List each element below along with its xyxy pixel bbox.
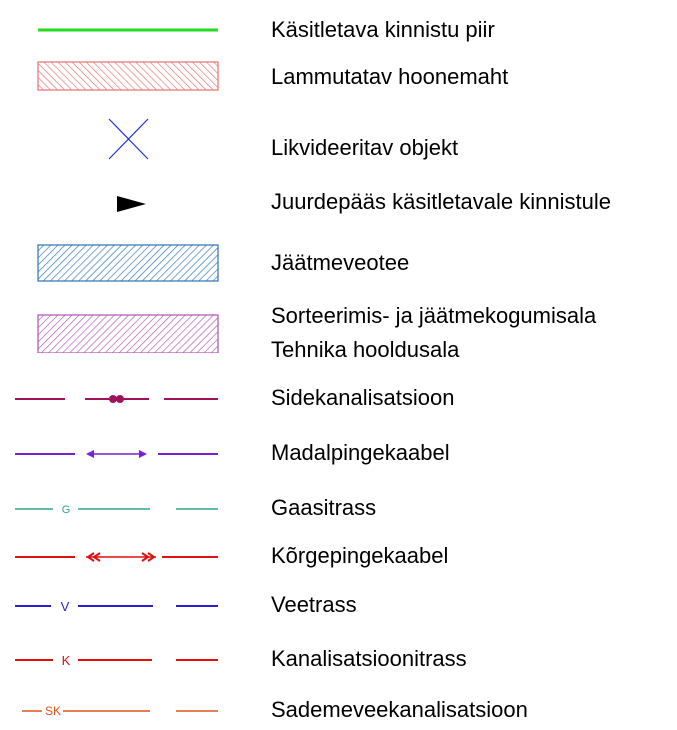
- legend-row-boundary: Käsitletava kinnistu piir: [0, 10, 677, 50]
- legend-row-telecom: Sidekanalisatsioon: [0, 378, 677, 418]
- legend-row-storm-sewer: SK Sademeveekanalisatsioon: [0, 690, 677, 730]
- water-letter: V: [61, 599, 70, 614]
- sorting-area-hatch-symbol: [37, 314, 219, 353]
- waste-road-hatch-symbol: [37, 244, 219, 282]
- legend-label-maintenance-area: Tehnika hooldusala: [271, 337, 460, 362]
- liquidate-cross-symbol: [108, 118, 149, 160]
- legend-row-liquidate: Likvideeritav objekt: [0, 117, 677, 160]
- demolish-hatch-symbol: [37, 61, 219, 91]
- legend-row-access: Juurdepääs käsitletavale kinnistule: [0, 182, 677, 222]
- legend-row-high-voltage: Kõrgepingekaabel: [0, 536, 677, 576]
- legend-label-storm-sewer: Sademeveekanalisatsioon: [271, 697, 528, 722]
- low-voltage-line-symbol: [15, 450, 218, 458]
- legend-row-water: V Veetrass: [0, 585, 677, 625]
- legend-row-waste-road: Jäätmeveotee: [0, 243, 677, 283]
- gas-line-symbol: G: [15, 504, 218, 516]
- legend-label-water: Veetrass: [271, 592, 357, 617]
- access-arrow-icon: [117, 196, 146, 212]
- legend-label-waste-road: Jäätmeveotee: [271, 250, 410, 275]
- sewer-letter: K: [62, 653, 71, 668]
- legend-label-sewer: Kanalisatsioonitrass: [271, 646, 467, 671]
- legend-label-access: Juurdepääs käsitletavale kinnistule: [271, 189, 611, 214]
- legend-label-telecom: Sidekanalisatsioon: [271, 385, 455, 410]
- storm-sewer-line-symbol: SK: [22, 704, 218, 718]
- telecom-line-symbol: [15, 395, 218, 403]
- legend-label-boundary: Käsitletava kinnistu piir: [271, 17, 495, 42]
- legend-label-low-voltage: Madalpingekaabel: [271, 440, 450, 465]
- legend-row-sorting-area: Sorteerimis- ja jäätmekogumisala Tehnika…: [0, 303, 677, 362]
- water-line-symbol: V: [15, 599, 218, 614]
- storm-sewer-letters: SK: [45, 704, 61, 718]
- legend-label-high-voltage: Kõrgepingekaabel: [271, 543, 449, 568]
- boundary-line-symbol: [38, 28, 218, 32]
- sewer-line-symbol: K: [15, 653, 218, 668]
- legend-label-sorting-area: Sorteerimis- ja jäätmekogumisala: [271, 303, 597, 328]
- legend-row-gas: G Gaasitrass: [0, 488, 677, 528]
- legend-label-liquidate: Likvideeritav objekt: [271, 135, 459, 160]
- legend-row-sewer: K Kanalisatsioonitrass: [0, 639, 677, 679]
- legend-label-demolish: Lammutatav hoonemaht: [271, 64, 509, 89]
- gas-letter: G: [62, 504, 71, 516]
- legend-row-low-voltage: Madalpingekaabel: [0, 433, 677, 473]
- legend-row-demolish: Lammutatav hoonemaht: [0, 57, 677, 97]
- legend-label-gas: Gaasitrass: [271, 495, 377, 520]
- high-voltage-line-symbol: [15, 552, 218, 562]
